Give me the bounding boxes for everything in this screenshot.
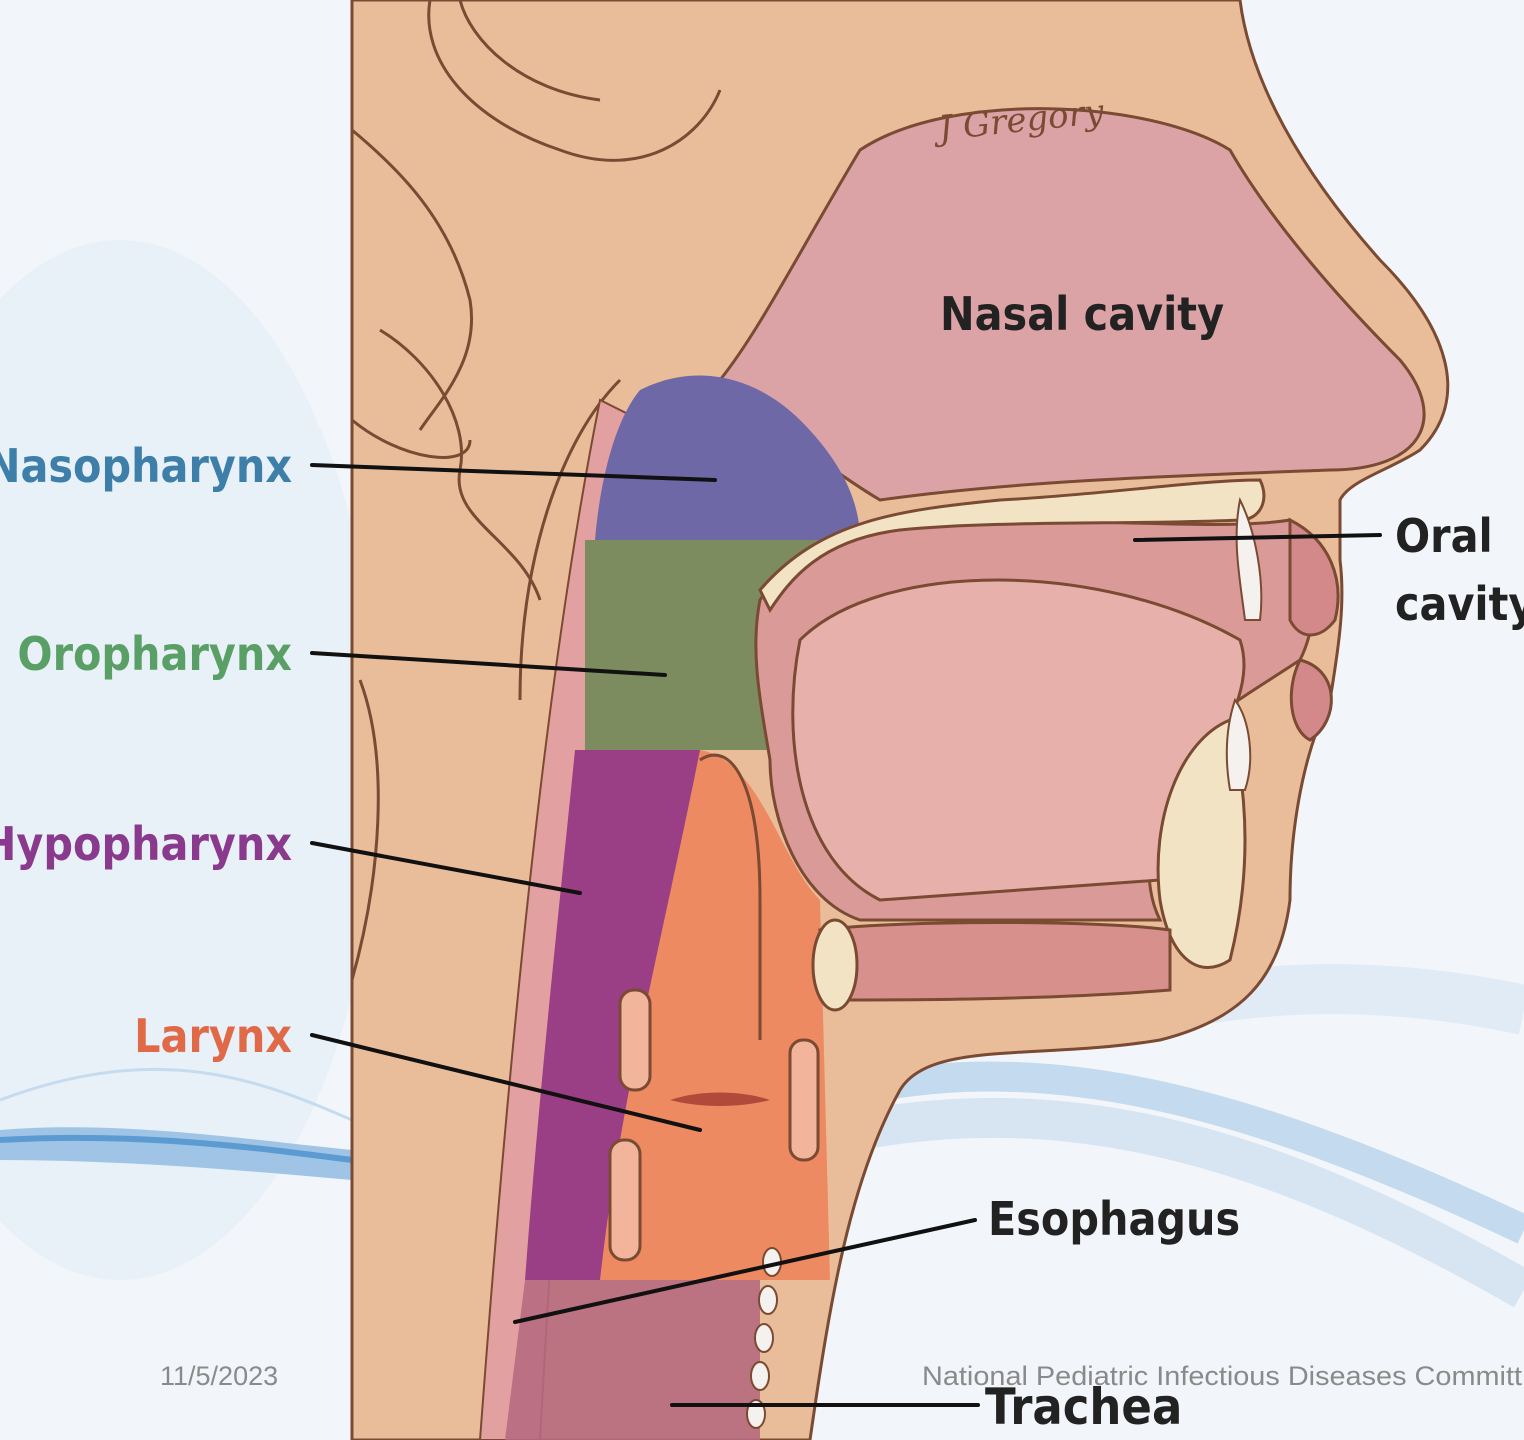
label-oral-cavity-line2: cavity bbox=[1395, 577, 1524, 631]
label-nasal-cavity: Nasal cavity bbox=[940, 287, 1224, 341]
label-hypopharynx: Hypopharynx bbox=[0, 817, 292, 871]
label-oropharynx: Oropharynx bbox=[17, 627, 292, 681]
label-oral-cavity-line1: Oral bbox=[1395, 509, 1493, 563]
footer-organization: National Pediatric Infectious Diseases C… bbox=[922, 1361, 1523, 1391]
footer-date: 11/5/2023 bbox=[160, 1361, 278, 1391]
label-esophagus: Esophagus bbox=[988, 1192, 1240, 1246]
label-nasopharynx: Nasopharynx bbox=[0, 439, 292, 493]
label-larynx: Larynx bbox=[134, 1009, 292, 1063]
